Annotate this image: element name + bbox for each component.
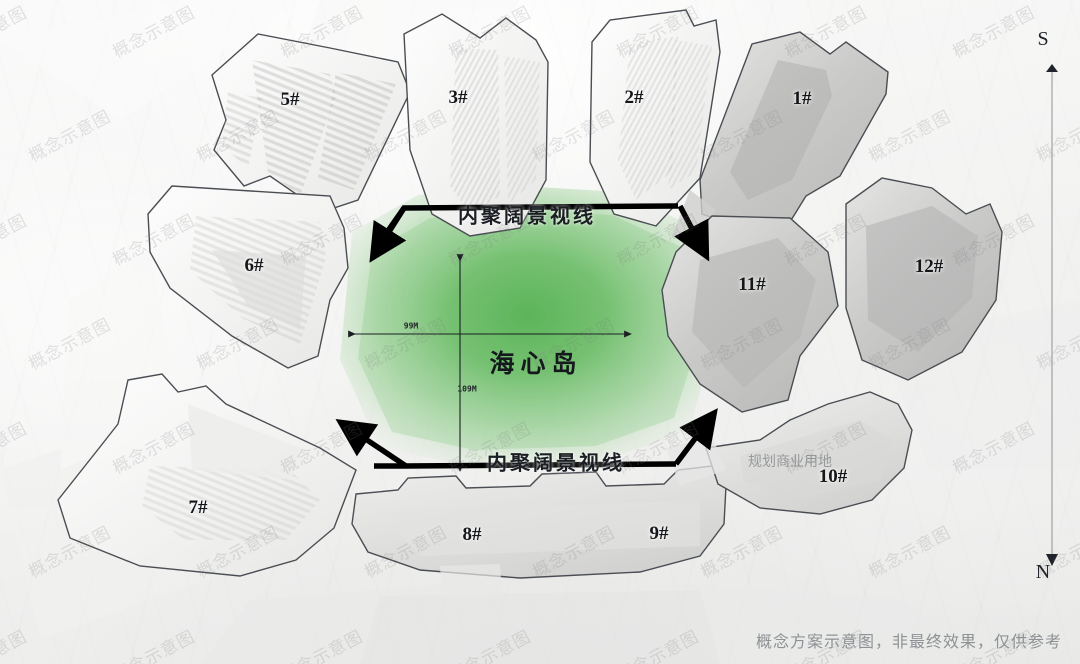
building-footprint-6 (147, 185, 349, 369)
building-footprint-1 (672, 31, 889, 250)
building-footprint-2 (589, 9, 721, 227)
building-label-12: 12# (914, 256, 944, 277)
zone-label-0: 规划商业用地 (748, 453, 832, 469)
central-green-island (340, 186, 716, 466)
building-footprint-3 (403, 13, 549, 237)
building-label-3: 3# (448, 87, 468, 108)
building-footprint-10 (666, 391, 913, 515)
dimension-cross (348, 254, 632, 472)
building-footprint-5 (211, 33, 411, 213)
sight-line-arrow-bottom (335, 408, 718, 469)
dimension-height-label: 109M (457, 384, 477, 394)
building-label-6: 6# (244, 255, 264, 276)
building-label-10: 10# (818, 466, 848, 487)
building-footprint-12 (845, 177, 1003, 381)
building-label-5: 5# (280, 89, 300, 110)
building-footprint-7 (57, 373, 357, 577)
sight-line-label-top: 内聚阔景视线 (458, 205, 596, 228)
sight-line-label-bottom: 内聚阔景视线 (487, 452, 625, 475)
compass-indicator: S N (1022, 28, 1064, 584)
building-footprint-11 (661, 215, 839, 413)
building-label-7: 7# (188, 497, 208, 518)
building-label-8: 8# (462, 524, 482, 545)
dimension-width-label: 99M (403, 321, 419, 331)
compass-south-letter: S (1037, 28, 1049, 50)
building-label-9: 9# (649, 523, 669, 544)
compass-axis (1046, 64, 1058, 566)
sight-line-arrow-top (369, 203, 710, 263)
building-label-11: 11# (738, 274, 766, 295)
building-label-1: 1# (792, 88, 812, 109)
central-green-title: 海心岛 (489, 351, 583, 378)
disclaimer-caption: 概念方案示意图，非最终效果，仅供参考 (755, 634, 1062, 651)
compass-north-letter: N (1035, 561, 1051, 583)
building-footprint-8-9 (351, 465, 727, 598)
building-label-2: 2# (624, 87, 644, 108)
